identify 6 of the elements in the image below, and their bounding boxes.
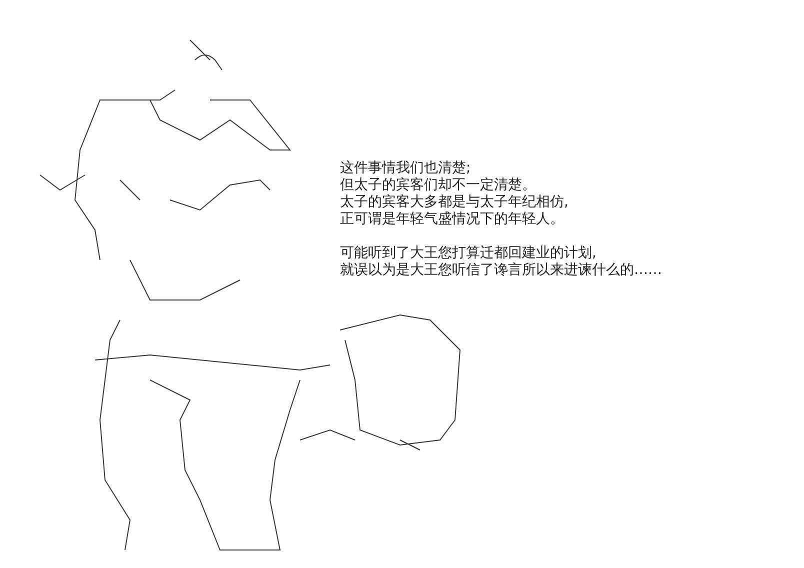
dialogue-line: 正可谓是年轻气盛情况下的年轻人。 xyxy=(340,211,565,228)
dialogue-line: 但太子的宾客们却不一定清楚。 xyxy=(340,177,537,194)
dialogue-line: 就误以为是大王您听信了谗言所以来进谏什么的…… xyxy=(340,262,662,279)
dialogue-line: 这件事情我们也清楚; xyxy=(340,160,472,177)
dialogue-line: 太子的宾客大多都是与太子年纪相仿, xyxy=(340,194,570,211)
dialogue-line: 可能听到了大王您打算迁都回建业的计划, xyxy=(340,245,598,262)
